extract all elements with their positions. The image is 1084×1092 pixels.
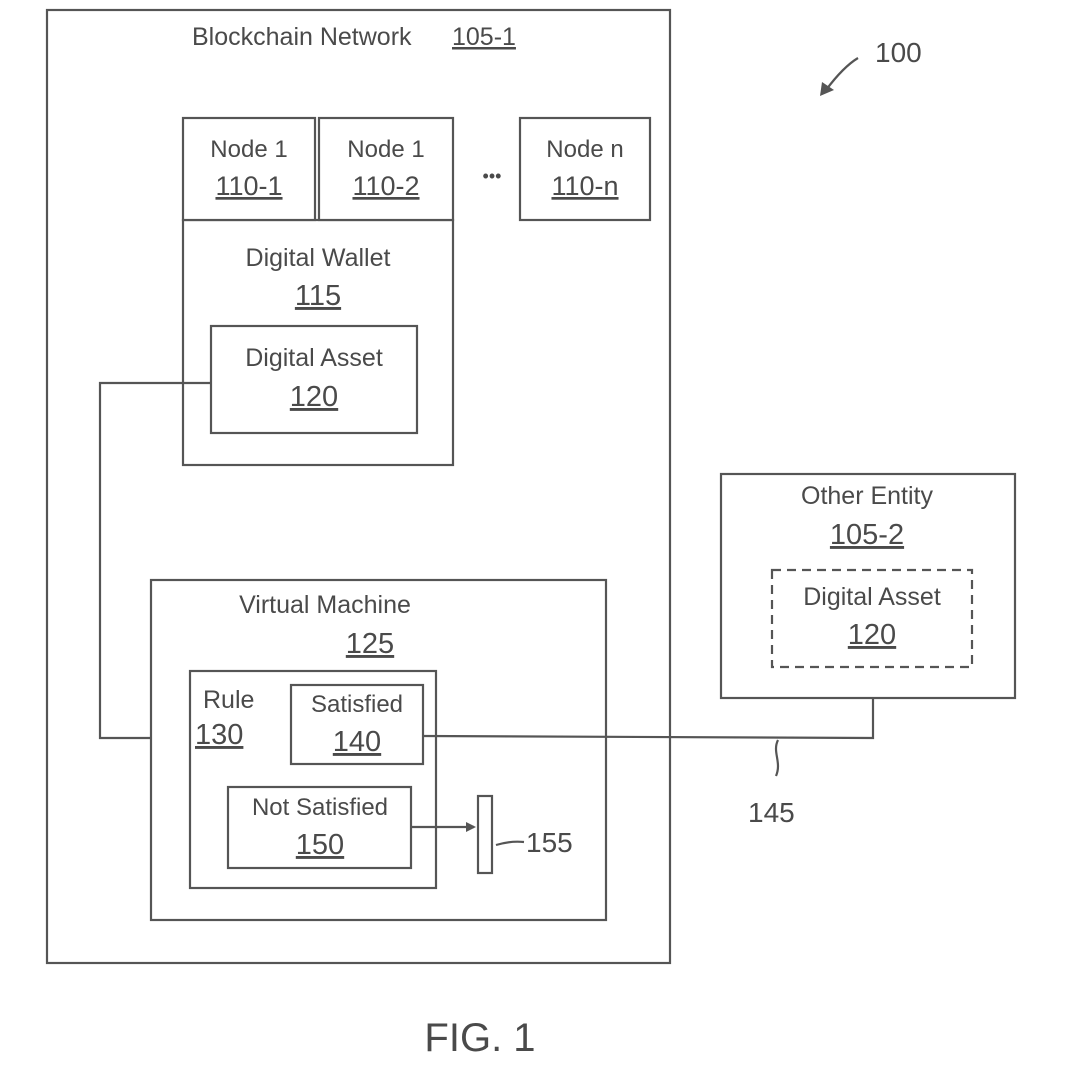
other-entity-digital-asset-label: Digital Asset (803, 583, 941, 611)
rule-ref: 130 (195, 719, 243, 751)
wallet-digital-asset-label: Digital Asset (245, 344, 383, 372)
node-n-label: Node n (546, 136, 623, 163)
node-2-label: Node 1 (347, 136, 424, 163)
node-1-box (183, 118, 315, 220)
not-satisfied-label: Not Satisfied (252, 794, 388, 821)
node-1-label: Node 1 (210, 136, 287, 163)
ref-100-pointer (826, 58, 858, 90)
node-n-box (520, 118, 650, 220)
other-entity-digital-asset-ref: 120 (848, 619, 896, 651)
virtual-machine-label: Virtual Machine (239, 591, 411, 619)
figure-ref-100: 100 (875, 37, 922, 68)
element-155-bar (478, 796, 492, 873)
rule-label: Rule (203, 686, 254, 714)
satisfied-ref: 140 (333, 726, 381, 758)
wallet-digital-asset-box (211, 326, 417, 433)
satisfied-label: Satisfied (311, 691, 403, 718)
virtual-machine-ref: 125 (346, 628, 394, 660)
other-entity-ref: 105-2 (830, 519, 904, 551)
wallet-digital-asset-ref: 120 (290, 381, 338, 413)
digital-wallet-label: Digital Wallet (246, 244, 391, 272)
node-2-box (319, 118, 453, 220)
node-2-ref: 110-2 (352, 171, 419, 201)
node-1-ref: 110-1 (215, 171, 282, 201)
not-satisfied-ref: 150 (296, 829, 344, 861)
node-n-ref: 110-n (551, 171, 618, 201)
blockchain-network-ref: 105-1 (452, 23, 516, 51)
blockchain-network-label: Blockchain Network (192, 23, 412, 51)
ref-145-label: 145 (748, 797, 795, 828)
ref-155-label: 155 (526, 827, 573, 858)
node-ellipsis: ••• (483, 166, 502, 186)
other-entity-label: Other Entity (801, 482, 933, 510)
digital-wallet-ref: 115 (295, 280, 341, 312)
figure-caption: FIG. 1 (424, 1016, 535, 1060)
ref-145-leader (776, 740, 778, 776)
